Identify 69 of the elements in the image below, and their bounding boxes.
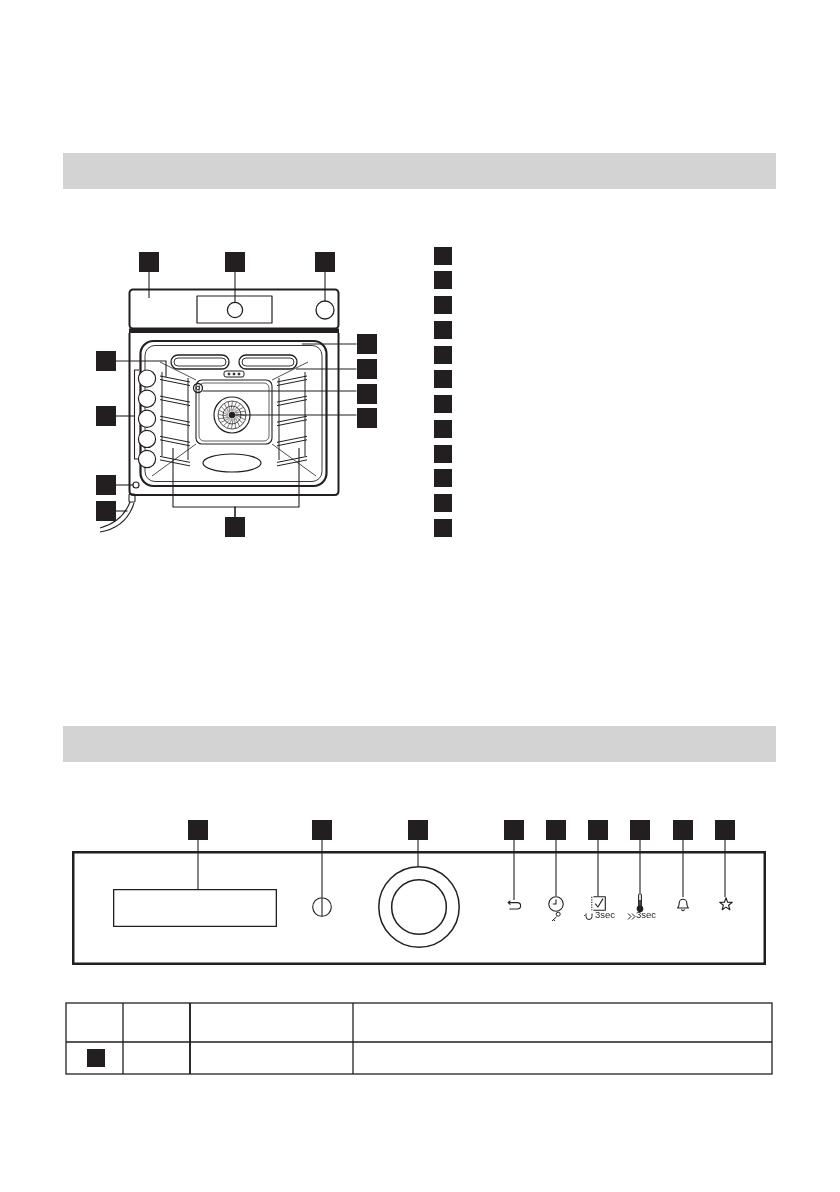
callout-marker [356,408,377,428]
leader-line [597,838,599,897]
thermometer-icon [636,893,644,912]
oven-front-illustration [99,287,341,535]
callout-marker [96,475,116,495]
leader-line [321,838,323,898]
callout-marker [673,819,693,840]
bell-icon [676,897,690,911]
callout-marker [434,494,452,512]
callout-marker [356,359,377,379]
control-panel [72,851,766,965]
leader-line [148,271,150,299]
control-knob [378,866,460,948]
callout-marker [434,518,452,537]
leader-line [201,390,358,392]
callout-marker [96,351,116,371]
callout-marker [96,406,116,426]
leader-line [724,838,726,898]
hold-time-label: 3sec [636,910,657,920]
callout-marker [188,819,208,840]
leader-line [115,415,136,417]
hold-time-label: 3sec [595,910,616,920]
section-header-bar [63,153,776,189]
leader-line [234,271,236,303]
leader-line [555,838,557,897]
callout-marker [139,252,159,272]
callout-marker [504,819,524,840]
checkbox-icon [591,896,606,911]
power-icon [312,897,332,917]
callout-marker [96,501,116,521]
leader-line [295,368,358,370]
callout-marker [715,819,735,840]
callout-marker [434,395,452,413]
callout-marker [312,819,332,840]
callout-marker [434,271,452,290]
callout-marker [315,252,335,272]
clock-icon [548,896,564,912]
leader-line [234,447,300,518]
leader-line [639,838,641,894]
callout-marker [434,419,452,438]
callout-marker [588,819,608,840]
callout-marker [630,819,650,840]
callout-marker [434,444,452,463]
callout-marker [356,384,377,404]
leader-line [513,838,515,901]
leader-line [301,343,358,345]
callout-marker [225,252,245,272]
callout-marker [434,296,452,314]
callout-marker [546,819,566,840]
callout-marker [434,345,452,364]
leader-line [115,484,134,486]
callout-marker [408,819,428,840]
leader-line [417,838,419,868]
callout-marker [87,1049,105,1067]
callout-marker [434,469,452,488]
section-header-bar [63,726,776,762]
callout-marker [225,517,245,537]
leader-line [115,510,129,512]
callout-marker [356,334,377,354]
leader-line [115,360,167,378]
return-arrow-icon [507,900,522,910]
callout-marker [434,320,452,339]
display-window [113,889,277,927]
leader-line [197,838,199,890]
callout-marker [434,370,452,389]
star-icon [719,897,733,911]
leader-line [324,271,326,302]
leader-line [682,838,684,898]
callout-marker [434,246,452,265]
